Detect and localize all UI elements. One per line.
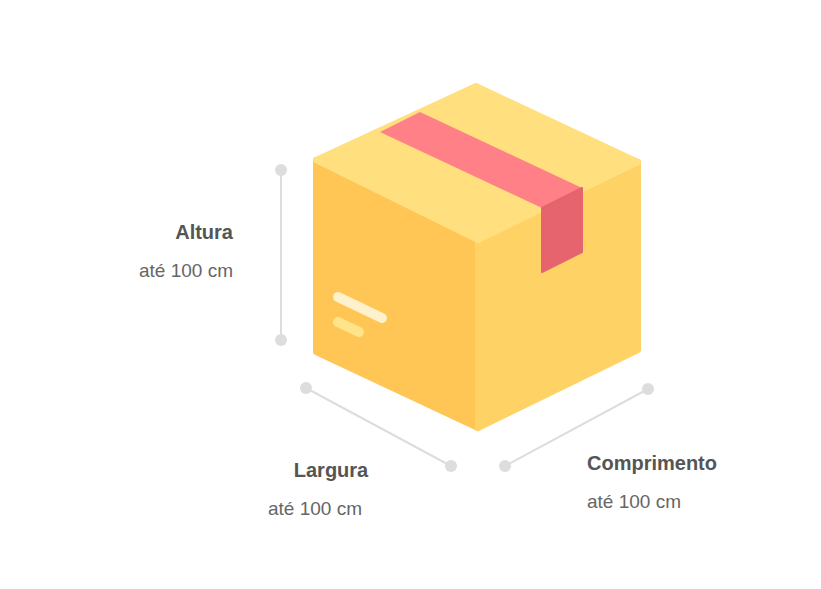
box-top-face bbox=[316, 86, 638, 240]
dimension-value: até 100 cm bbox=[268, 498, 362, 521]
height-line bbox=[280, 170, 282, 340]
line-dot bbox=[275, 164, 287, 176]
line-dot bbox=[642, 383, 654, 395]
cardboard-box bbox=[316, 86, 638, 428]
dimension-value: até 100 cm bbox=[587, 491, 681, 514]
box-mark bbox=[338, 297, 382, 318]
line-dot bbox=[445, 460, 457, 472]
line-dot bbox=[499, 460, 511, 472]
tape-side bbox=[542, 188, 582, 272]
line-dot bbox=[300, 382, 312, 394]
dimension-name: Comprimento bbox=[587, 451, 717, 475]
tape-top bbox=[380, 112, 582, 208]
dimension-name: Altura bbox=[175, 220, 233, 244]
line-dot bbox=[275, 334, 287, 346]
dimension-value: até 100 cm bbox=[139, 260, 233, 283]
dimension-name: Largura bbox=[294, 458, 368, 482]
box-mark bbox=[338, 322, 359, 332]
